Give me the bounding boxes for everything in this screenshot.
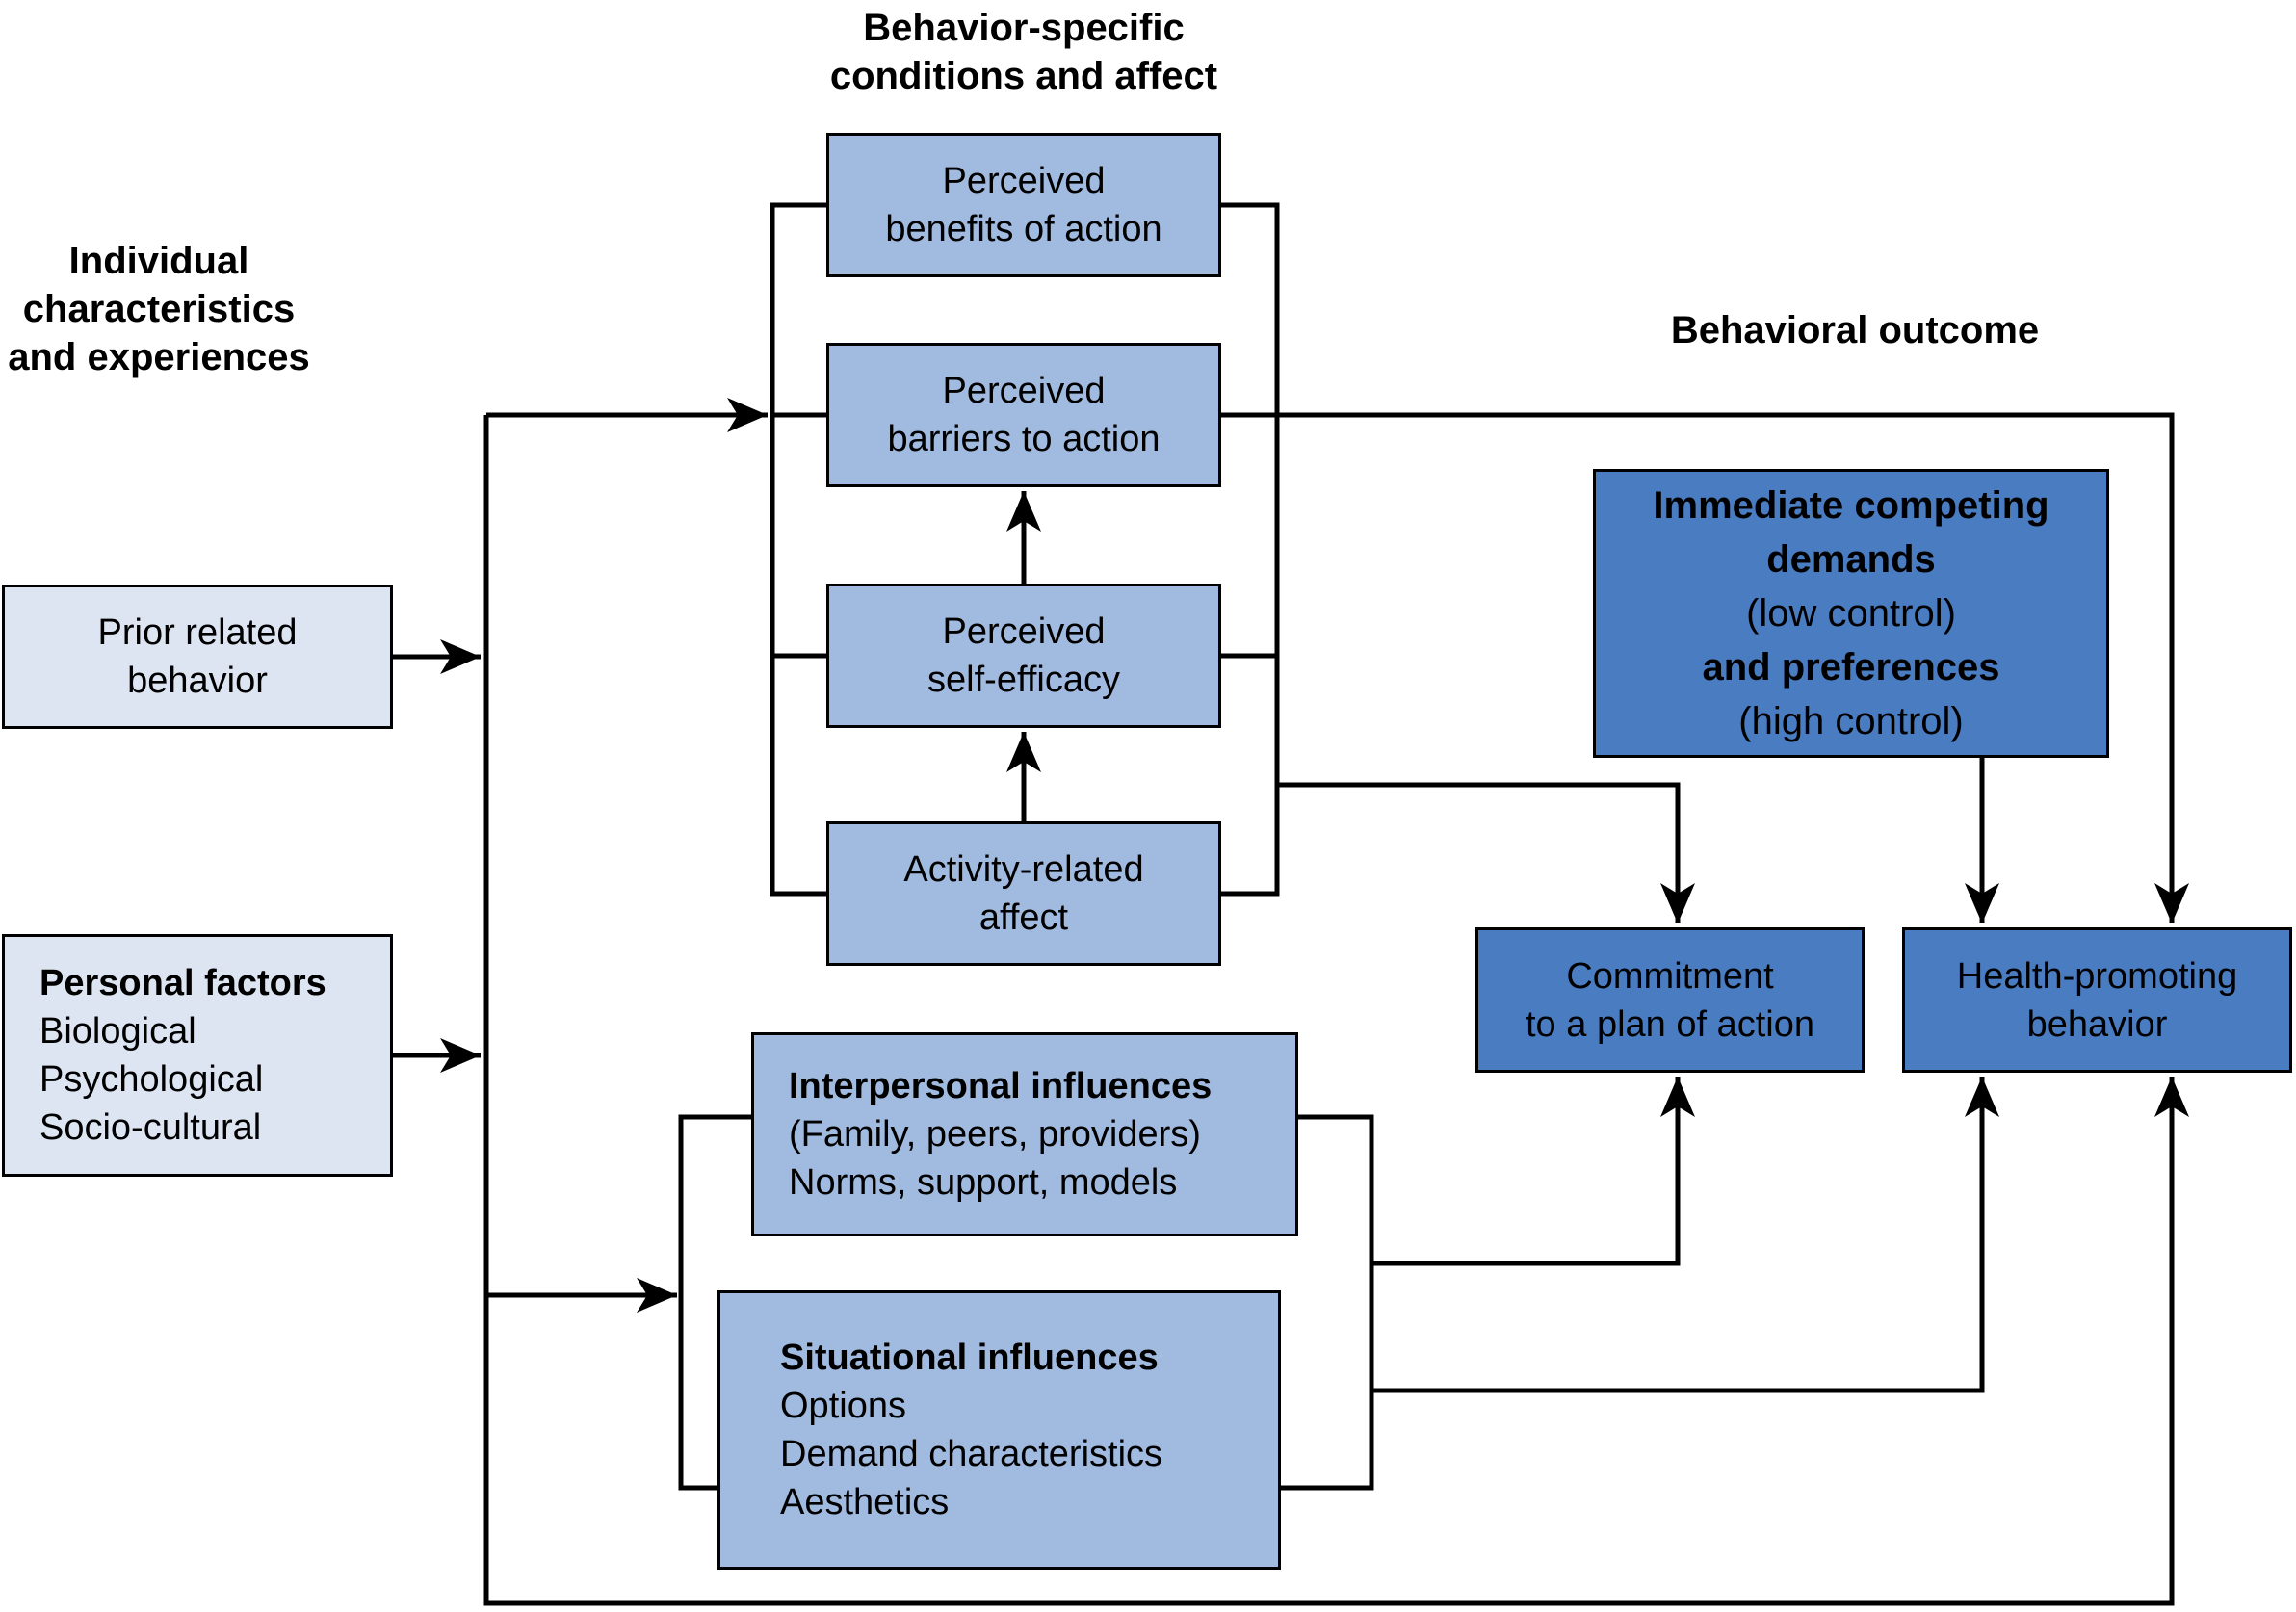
text-line: Socio-cultural bbox=[39, 1107, 262, 1148]
text-line: Situational influences bbox=[780, 1338, 1159, 1378]
box-immediate-competing-demands: Immediate competing demands (low control… bbox=[1593, 469, 2109, 758]
heading-line: Individual bbox=[68, 240, 249, 282]
box-commitment-plan: Commitment to a plan of action bbox=[1475, 927, 1865, 1073]
bracket-perceptions-left bbox=[770, 202, 826, 897]
text-line: Norms, support, models bbox=[789, 1162, 1178, 1203]
text-line: barriers to action bbox=[887, 419, 1161, 459]
text-line: and preferences bbox=[1702, 646, 2000, 689]
text-line: self-efficacy bbox=[927, 660, 1120, 700]
feedback-loop-line bbox=[483, 415, 2189, 1606]
text-line: benefits of action bbox=[885, 209, 1162, 249]
bracket-influences-right bbox=[1279, 1114, 1374, 1491]
box-perceived-barriers: Perceived barriers to action bbox=[826, 343, 1221, 487]
box-personal-factors: Personal factors Biological Psychologica… bbox=[2, 934, 393, 1177]
heading-behavioral-outcome: Behavioral outcome bbox=[1643, 306, 2067, 354]
heading-individual-characteristics: Individual characteristics and experienc… bbox=[0, 237, 318, 381]
text-line: (high control) bbox=[1738, 700, 1964, 742]
text-line: Commitment bbox=[1566, 955, 1774, 997]
text-line: Options bbox=[780, 1386, 906, 1426]
text-line: Prior related bbox=[97, 612, 298, 653]
heading-line: conditions and affect bbox=[829, 55, 1218, 97]
text-line: to a plan of action bbox=[1526, 1003, 1814, 1045]
box-health-promoting-behavior: Health-promoting behavior bbox=[1902, 927, 2292, 1073]
arrow-interpersonal-to-commitment bbox=[1371, 1077, 1695, 1266]
text-line: Psychological bbox=[39, 1059, 264, 1100]
heading-behavior-specific: Behavior-specific conditions and affect bbox=[639, 4, 1409, 100]
text-line: Aesthetics bbox=[780, 1482, 950, 1522]
text-line: Health-promoting bbox=[1956, 955, 2238, 997]
text-line: Perceived bbox=[942, 161, 1106, 201]
text-line: Biological bbox=[39, 1011, 196, 1052]
text-line: (Family, peers, providers) bbox=[789, 1114, 1201, 1155]
box-activity-related-affect: Activity-related affect bbox=[826, 821, 1221, 966]
text-line: Perceived bbox=[942, 371, 1106, 411]
box-situational-influences: Situational influences Options Demand ch… bbox=[718, 1290, 1281, 1570]
text-line: Activity-related bbox=[903, 849, 1144, 890]
bracket-perceptions-right bbox=[1221, 202, 1280, 897]
text-line: demands bbox=[1766, 538, 1936, 581]
text-line: affect bbox=[978, 897, 1069, 938]
text-line: Immediate competing bbox=[1653, 484, 2049, 527]
arrow-barriers-to-health bbox=[1221, 412, 2189, 923]
text-line: (low control) bbox=[1746, 592, 1956, 635]
arrow-perceptions-to-commitment bbox=[1277, 782, 1695, 923]
text-line: Demand characteristics bbox=[780, 1434, 1163, 1474]
heading-line: characteristics bbox=[22, 288, 296, 330]
box-interpersonal-influences: Interpersonal influences (Family, peers,… bbox=[751, 1032, 1298, 1236]
bracket-influences-left bbox=[678, 1114, 751, 1491]
box-perceived-self-efficacy: Perceived self-efficacy bbox=[826, 584, 1221, 728]
heading-line: Behavior-specific bbox=[863, 7, 1185, 49]
text-line: Personal factors bbox=[39, 963, 326, 1003]
text-line: Perceived bbox=[942, 611, 1106, 652]
box-perceived-benefits: Perceived benefits of action bbox=[826, 133, 1221, 277]
text-line: behavior bbox=[2026, 1003, 2168, 1045]
heading-line: and experiences bbox=[8, 336, 310, 378]
box-prior-related-behavior: Prior related behavior bbox=[2, 585, 393, 729]
heading-line: Behavioral outcome bbox=[1670, 309, 2040, 351]
text-line: Interpersonal influences bbox=[789, 1066, 1213, 1106]
text-line: behavior bbox=[127, 661, 268, 701]
arrow-situational-to-health bbox=[1371, 1077, 1999, 1393]
